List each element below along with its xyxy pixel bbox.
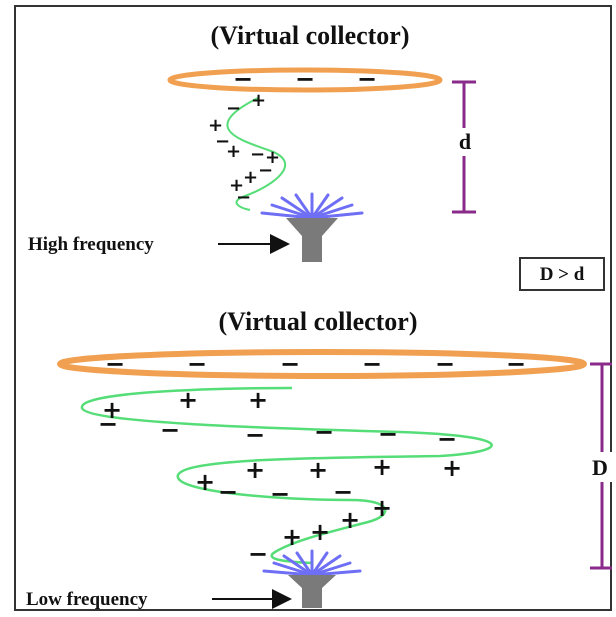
svg-text:−: −	[187, 350, 207, 378]
svg-text:−: −	[506, 350, 526, 378]
svg-text:−: −	[98, 410, 118, 438]
svg-text:+: +	[310, 518, 330, 546]
bottom-ring-charges: − − − − − −	[105, 350, 526, 378]
svg-text:+: +	[442, 454, 462, 482]
top-collector-ring	[167, 67, 443, 93]
svg-text:+: +	[251, 90, 266, 111]
bottom-jet-charges: + + + − − − − − − + + + + + − − − + + + …	[98, 386, 462, 568]
svg-text:−: −	[250, 144, 265, 165]
bottom-title: (Virtual collector)	[219, 307, 418, 336]
svg-text:−: −	[233, 65, 253, 93]
svg-text:+: +	[265, 147, 280, 168]
svg-text:−: −	[362, 350, 382, 378]
svg-text:+: +	[372, 453, 392, 481]
comparison-box	[519, 257, 605, 291]
svg-text:−: −	[435, 350, 455, 378]
svg-text:−: −	[245, 421, 265, 449]
svg-text:−: −	[378, 420, 398, 448]
svg-text:−: −	[314, 418, 334, 446]
svg-text:+: +	[340, 506, 360, 534]
top-dimension-gap	[455, 128, 475, 156]
svg-text:−: −	[357, 65, 377, 93]
svg-text:−: −	[258, 160, 273, 181]
top-dimension-label: d	[459, 129, 471, 154]
bottom-nozzle-icon	[262, 549, 362, 608]
svg-text:+: +	[372, 494, 392, 522]
svg-text:+: +	[229, 175, 244, 196]
top-jet-charges: + − + − + − + − + + −	[208, 90, 280, 208]
svg-text:−: −	[248, 540, 268, 568]
svg-text:−: −	[236, 187, 251, 208]
svg-text:−: −	[333, 478, 353, 506]
svg-text:+: +	[195, 468, 215, 496]
svg-text:−: −	[295, 65, 315, 93]
svg-text:+: +	[248, 386, 268, 414]
svg-text:−: −	[270, 480, 290, 508]
svg-text:+: +	[308, 456, 328, 484]
bottom-collector-ring	[57, 349, 587, 379]
top-nozzle-label: High frequency	[28, 234, 154, 255]
svg-text:−: −	[280, 350, 300, 378]
svg-text:−: −	[215, 131, 230, 152]
svg-text:+: +	[178, 386, 198, 414]
svg-text:−: −	[226, 98, 241, 119]
bottom-dimension-label: D	[592, 455, 608, 480]
svg-text:−: −	[160, 416, 180, 444]
svg-text:−: −	[105, 350, 125, 378]
top-nozzle-icon	[260, 192, 364, 262]
bottom-nozzle-label: Low frequency	[26, 589, 148, 610]
svg-text:+: +	[208, 115, 223, 136]
top-jet-path	[226, 97, 287, 211]
figure-border	[14, 5, 612, 611]
svg-text:+: +	[245, 456, 265, 484]
svg-text:+: +	[282, 523, 302, 551]
bottom-jet-path	[80, 386, 493, 565]
top-title: (Virtual collector)	[211, 21, 410, 50]
svg-text:−: −	[437, 425, 457, 453]
top-ring-charges: − − −	[233, 65, 377, 93]
svg-text:+: +	[102, 396, 122, 424]
svg-text:+: +	[243, 167, 258, 188]
svg-text:+: +	[226, 141, 241, 162]
bottom-dimension-gap	[588, 452, 614, 482]
svg-text:−: −	[218, 478, 238, 506]
comparison-label: D > d	[540, 264, 585, 285]
